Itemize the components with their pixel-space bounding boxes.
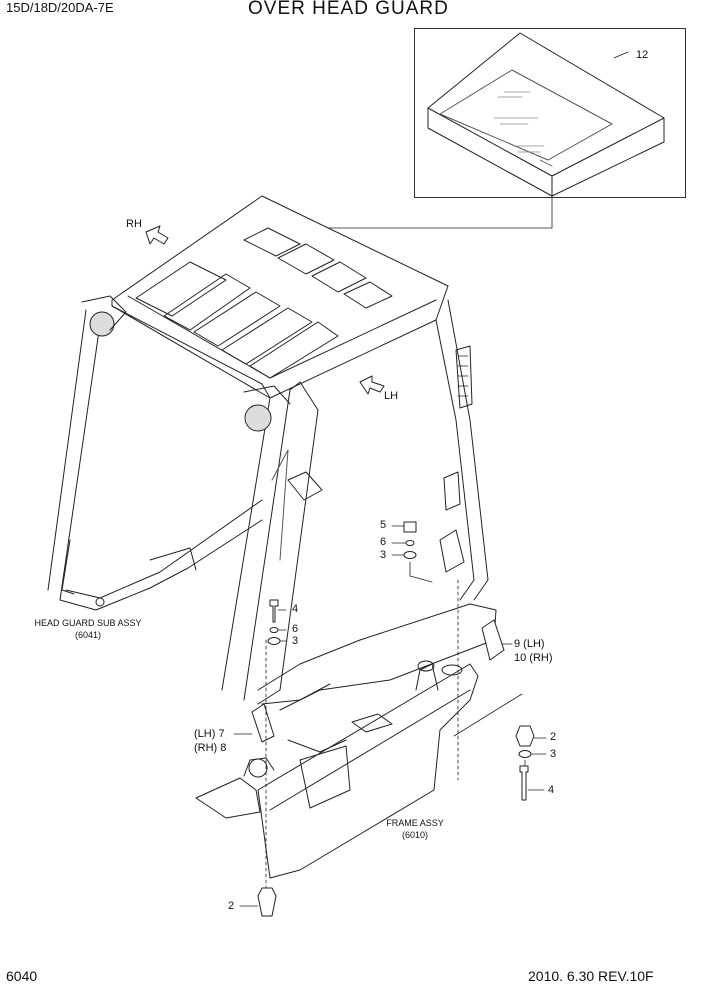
- callout-9-lh: 9 (LH): [514, 638, 545, 650]
- callout-6-left: 6: [292, 623, 299, 635]
- rh-direction-label: RH: [126, 218, 142, 230]
- bolt-part-4-right: [519, 765, 529, 801]
- bolt-part-4-left: [269, 599, 279, 623]
- callout-10-rh: 10 (RH): [514, 652, 553, 664]
- date-revision: 2010. 6.30 REV.10F: [528, 968, 654, 984]
- callout-2-right: 2: [550, 731, 557, 743]
- bracket-part-9-10: [481, 619, 505, 661]
- callout-12: 12: [636, 49, 649, 61]
- callout-4-right: 4: [548, 784, 555, 796]
- washer-part-3-left: [267, 637, 281, 645]
- head-guard-assy-name: HEAD GUARD SUB ASSY: [34, 618, 142, 628]
- overhead-guard-roof: [111, 195, 449, 399]
- washer-part-6-upper: [405, 540, 415, 546]
- callout-3-upper: 3: [380, 549, 387, 561]
- frame-assy-name: FRAME ASSY: [386, 818, 444, 828]
- callout-leaders: [233, 525, 547, 907]
- washer-part-3-right: [518, 750, 532, 758]
- cushion-part-2-lower: [257, 887, 277, 917]
- lh-direction-label: LH: [384, 390, 399, 402]
- cushion-part-2-right: [515, 725, 535, 747]
- head-guard-frame: [47, 295, 497, 711]
- inset-leader-line: [299, 195, 553, 229]
- callout-5: 5: [380, 519, 387, 531]
- frame-assy-code: (6010): [401, 830, 428, 840]
- detail-inset-frame: [414, 28, 686, 198]
- stay-part-7-8: [251, 703, 275, 743]
- frame-assy-drawing: [195, 579, 523, 879]
- callout-4-left: 4: [292, 603, 299, 615]
- washer-part-3-upper: [403, 551, 417, 559]
- callout-8-rh: (RH) 8: [194, 742, 227, 754]
- callout-3-right: 3: [550, 748, 557, 760]
- model-number: 15D/18D/20DA-7E: [6, 0, 114, 15]
- head-guard-assy-code: (6041): [74, 630, 101, 640]
- rh-arrow-icon: [145, 225, 169, 245]
- page-number: 6040: [6, 968, 38, 984]
- inset-pad-drawing: [427, 32, 665, 197]
- lh-arrow-icon: [359, 375, 385, 395]
- nut-part-5: [403, 521, 417, 533]
- washer-part-6-left: [269, 627, 279, 633]
- callout-6-upper: 6: [380, 536, 387, 548]
- callout-3-left: 3: [292, 635, 299, 647]
- page-title: OVER HEAD GUARD: [248, 0, 449, 19]
- callout-2-lower: 2: [228, 900, 235, 912]
- callout-7-lh: (LH) 7: [194, 728, 225, 740]
